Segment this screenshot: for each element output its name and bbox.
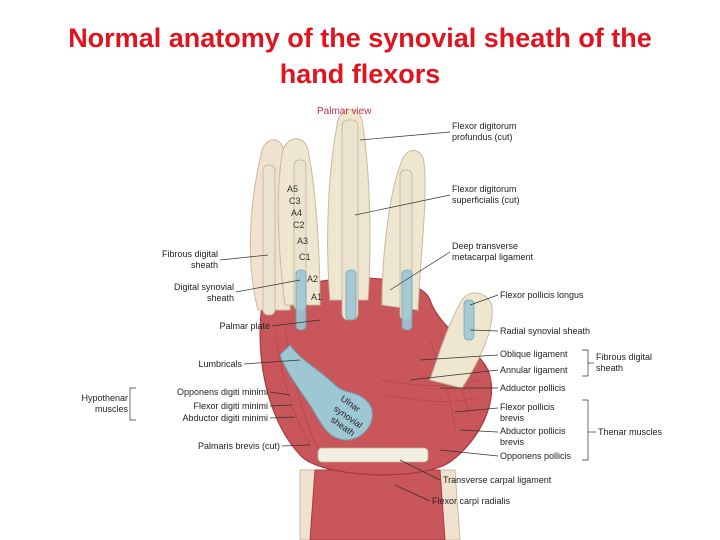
ulnar-synovial-sheath (279, 344, 373, 441)
label-fibrous-1: Fibrous digital (162, 249, 218, 259)
forearm-muscle (309, 469, 446, 540)
right-leader-lines (354, 131, 596, 502)
pulley-A3: A3 (297, 236, 308, 246)
pulley-A2: A2 (307, 274, 318, 284)
label-digital-syn-1: Digital synovial (174, 282, 234, 292)
pulley-labels: A5 C3 A4 C2 A3 C1 A2 A1 (287, 184, 322, 302)
label-odm: Opponens digiti minimi (177, 387, 268, 397)
transverse-carpal-ligament (317, 447, 429, 463)
pulley-A1: A1 (311, 292, 322, 302)
label-fpb-1: Flexor pollicis (500, 402, 555, 412)
label-thenar: Thenar muscles (598, 427, 663, 437)
digital-synovial-sheaths (295, 269, 475, 341)
left-labels: Fibrous digital sheath Digital synovial … (81, 249, 280, 451)
label-lumbricals: Lumbricals (198, 359, 242, 369)
label-fds-2: superficialis (cut) (452, 195, 520, 205)
label-radial-sheath: Radial synovial sheath (500, 326, 590, 336)
label-fibrous-right-2: sheath (596, 363, 623, 373)
label-fdp-2: profundus (cut) (452, 132, 513, 142)
pulley-A5: A5 (287, 184, 298, 194)
label-digital-syn-2: sheath (207, 293, 234, 303)
label-palmar-plate: Palmar plate (219, 321, 270, 331)
label-fibrous-right-1: Fibrous digital (596, 352, 652, 362)
label-tcl: Transverse carpal ligament (443, 475, 552, 485)
slide-title: Normal anatomy of the synovial sheath of… (0, 20, 720, 92)
label-fdm: Flexor digiti minimi (193, 401, 268, 411)
label-adm: Abductor digiti minimi (182, 413, 268, 423)
label-fds-1: Flexor digitorum (452, 184, 517, 194)
label-opponens-pollicis: Opponens pollicis (500, 451, 572, 461)
label-palmaris-brevis: Palmaris brevis (cut) (198, 441, 280, 451)
label-fpl: Flexor pollicis longus (500, 290, 584, 300)
label-oblique: Oblique ligament (500, 349, 568, 359)
view-label: Palmar view (317, 106, 372, 117)
label-dtml-1: Deep transverse (452, 241, 518, 251)
left-leader-lines (129, 254, 321, 447)
label-fdp-1: Flexor digitorum (452, 121, 517, 131)
thumb (429, 292, 493, 389)
label-fibrous-2: sheath (191, 260, 218, 270)
label-hypothenar-2: muscles (95, 404, 129, 414)
pulley-C1: C1 (299, 252, 311, 262)
pulley-C3: C3 (289, 196, 301, 206)
label-annular: Annular ligament (500, 365, 568, 375)
label-dtml-2: metacarpal ligament (452, 252, 534, 262)
title-line-2: hand flexors (279, 59, 441, 89)
label-fcr: Flexor carpi radialis (432, 496, 511, 506)
label-apb-2: brevis (500, 437, 525, 447)
label-apb-1: Abductor pollicis (500, 426, 566, 436)
label-fpb-2: brevis (500, 413, 525, 423)
right-labels: Flexor digitorum profundus (cut) Flexor … (432, 121, 663, 506)
pulley-C2: C2 (293, 220, 305, 230)
pulley-A4: A4 (291, 208, 302, 218)
label-adductor-pollicis: Adductor pollicis (500, 383, 566, 393)
title-line-1: Normal anatomy of the synovial sheath of… (68, 23, 652, 53)
label-hypothenar-1: Hypothenar (81, 393, 128, 403)
